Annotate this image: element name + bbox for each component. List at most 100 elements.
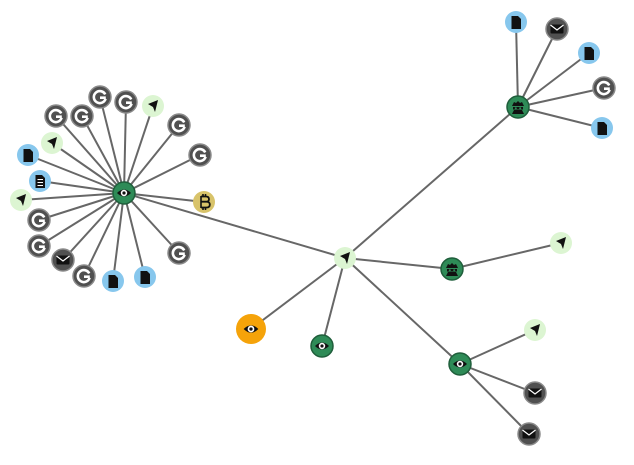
node-hub-eye-right[interactable] xyxy=(448,352,472,376)
document-lines-icon xyxy=(35,175,45,188)
google-icon xyxy=(171,245,186,261)
node-r-mail1[interactable] xyxy=(523,381,547,405)
node-hub-spy-mid[interactable] xyxy=(440,257,464,281)
document-icon xyxy=(108,275,118,288)
edge-hub-eye-left-g3 xyxy=(99,96,125,194)
node-g1[interactable] xyxy=(44,104,68,128)
edge-hub-eye-left-g9 xyxy=(83,192,125,277)
edge-hub-pin-center-hub-spy-mid xyxy=(344,257,453,270)
edge-hub-spy-top-t-mail xyxy=(517,28,558,108)
node-g6[interactable] xyxy=(188,143,212,167)
google-icon xyxy=(76,268,91,284)
edge-hub-eye-left-g1 xyxy=(55,115,125,194)
edge-hub-pin-center-hub-eye-left xyxy=(123,192,346,259)
edge-hub-spy-top-t-g xyxy=(517,87,605,108)
eye-icon xyxy=(453,360,467,368)
pin-icon xyxy=(530,324,540,336)
node-m1[interactable] xyxy=(51,248,75,272)
edge-hub-eye-left-g6 xyxy=(123,154,201,194)
edge-hub-eye-left-d1 xyxy=(27,154,125,194)
edge-hub-pin-center-eye-bottom xyxy=(321,257,346,347)
edge-hub-eye-left-d2 xyxy=(39,180,125,194)
edge-hub-spy-top-t-doc2 xyxy=(517,52,590,108)
node-t-g[interactable] xyxy=(592,76,616,100)
node-d2[interactable] xyxy=(29,170,51,192)
node-eye-orange[interactable] xyxy=(236,314,266,344)
pin-icon xyxy=(556,237,566,249)
node-hub-spy-top[interactable] xyxy=(506,95,530,119)
node-r-pin[interactable] xyxy=(524,319,546,341)
node-g8[interactable] xyxy=(27,234,51,258)
eye-icon xyxy=(315,342,329,350)
edge-hub-spy-top-t-doc1 xyxy=(515,21,519,108)
node-r-mail2[interactable] xyxy=(517,422,541,446)
node-g4[interactable] xyxy=(114,90,138,114)
node-d1[interactable] xyxy=(17,144,39,166)
node-g10[interactable] xyxy=(167,241,191,265)
mail-icon xyxy=(56,255,70,265)
node-mid-pin[interactable] xyxy=(550,232,572,254)
edge-hub-pin-center-hub-spy-top xyxy=(344,106,519,259)
google-icon xyxy=(171,117,186,133)
node-eye-bottom[interactable] xyxy=(310,334,334,358)
edge-hub-eye-left-p2 xyxy=(51,142,125,194)
edge-hub-eye-right-r-mail1 xyxy=(459,363,536,394)
edge-hub-eye-left-p3 xyxy=(20,192,125,201)
node-t-mail[interactable] xyxy=(545,17,569,41)
node-p3[interactable] xyxy=(10,189,32,211)
bitcoin-icon xyxy=(200,194,211,210)
edge-hub-pin-center-hub-eye-right xyxy=(344,257,461,365)
node-g9[interactable] xyxy=(72,264,96,288)
document-icon xyxy=(140,271,150,284)
edge-hub-spy-mid-mid-pin xyxy=(451,242,562,270)
node-hub-eye-left[interactable] xyxy=(112,181,136,205)
edge-hub-eye-left-d4 xyxy=(123,192,146,278)
edge-hub-eye-left-bitcoin xyxy=(123,192,205,203)
google-icon xyxy=(118,94,133,110)
edge-hub-eye-left-g7 xyxy=(38,192,125,221)
node-g3[interactable] xyxy=(88,85,112,109)
node-g2[interactable] xyxy=(70,104,94,128)
edge-hub-eye-right-r-pin xyxy=(459,329,536,365)
node-t-doc3[interactable] xyxy=(591,117,613,139)
pin-icon xyxy=(148,100,158,112)
node-g5[interactable] xyxy=(167,113,191,137)
edge-hub-eye-left-p1 xyxy=(123,105,154,194)
google-icon xyxy=(74,108,89,124)
edge-hub-eye-left-g8 xyxy=(38,192,125,247)
node-d3[interactable] xyxy=(102,270,124,292)
spy-icon xyxy=(512,101,524,114)
edge-hub-eye-left-g4 xyxy=(123,101,127,194)
edge-hub-eye-left-g10 xyxy=(123,192,180,254)
pin-icon xyxy=(340,252,350,264)
node-hub-pin-center[interactable] xyxy=(334,247,356,269)
node-g7[interactable] xyxy=(27,208,51,232)
node-p2[interactable] xyxy=(41,132,63,154)
edge-hub-pin-center-eye-orange xyxy=(250,257,346,330)
spy-icon xyxy=(446,263,458,276)
document-icon xyxy=(584,47,594,60)
edge-hub-eye-left-g2 xyxy=(81,115,125,194)
google-icon xyxy=(192,147,207,163)
pin-icon xyxy=(47,137,57,149)
google-icon xyxy=(92,89,107,105)
edge-hub-eye-left-m1 xyxy=(62,192,125,261)
edge-hub-eye-right-r-mail2 xyxy=(459,363,530,435)
edge-hub-eye-left-d3 xyxy=(112,192,125,282)
node-p1[interactable] xyxy=(142,95,164,117)
edge-hub-spy-top-t-doc3 xyxy=(517,106,603,129)
mail-icon xyxy=(528,388,542,398)
node-t-doc1[interactable] xyxy=(505,11,527,33)
document-icon xyxy=(597,122,607,135)
google-icon xyxy=(48,108,63,124)
node-t-doc2[interactable] xyxy=(578,42,600,64)
pin-icon xyxy=(16,194,26,206)
nodes-layer xyxy=(10,11,616,446)
eye-icon xyxy=(117,189,131,197)
node-bitcoin[interactable] xyxy=(193,191,215,213)
document-icon xyxy=(23,149,33,162)
mail-icon xyxy=(522,429,536,439)
eye-icon xyxy=(243,325,259,333)
node-d4[interactable] xyxy=(134,266,156,288)
